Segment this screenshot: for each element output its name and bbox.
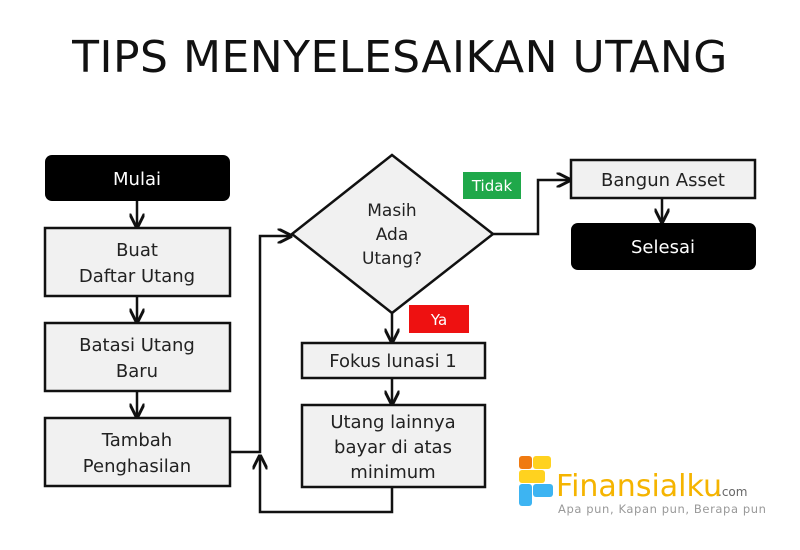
label-tidak: Tidak [463, 172, 521, 199]
arrow-loop-back [260, 456, 394, 514]
arrow-decision-no [493, 180, 570, 236]
label-ya: Ya [409, 305, 469, 333]
svg-text:Apa pun, Kapan pun, Berapa pun: Apa pun, Kapan pun, Berapa pun [558, 502, 767, 516]
svg-text:Fokus lunasi 1: Fokus lunasi 1 [329, 351, 457, 372]
svg-text:Finansialku: Finansialku [556, 469, 722, 504]
svg-text:Ya: Ya [430, 311, 447, 329]
node-selesai: Selesai [571, 223, 756, 270]
connectors [137, 180, 662, 514]
arrow-step3-to-decision [230, 236, 291, 454]
svg-text:.com: .com [718, 485, 747, 499]
svg-text:Mulai: Mulai [113, 169, 161, 190]
svg-text:Selesai: Selesai [631, 237, 695, 258]
logo-mark-icon [519, 456, 553, 506]
node-bangun-asset: Bangun Asset [569, 158, 757, 200]
node-start: Mulai [45, 155, 230, 201]
svg-text:Tidak: Tidak [471, 177, 513, 195]
node-fokus-lunasi: Fokus lunasi 1 [300, 341, 487, 380]
page-title: TIPS MENYELESAIKAN UTANG [71, 32, 728, 83]
finansialku-logo: Finansialku .com Apa pun, Kapan pun, Ber… [519, 456, 767, 516]
svg-text:Bangun Asset: Bangun Asset [601, 170, 725, 191]
